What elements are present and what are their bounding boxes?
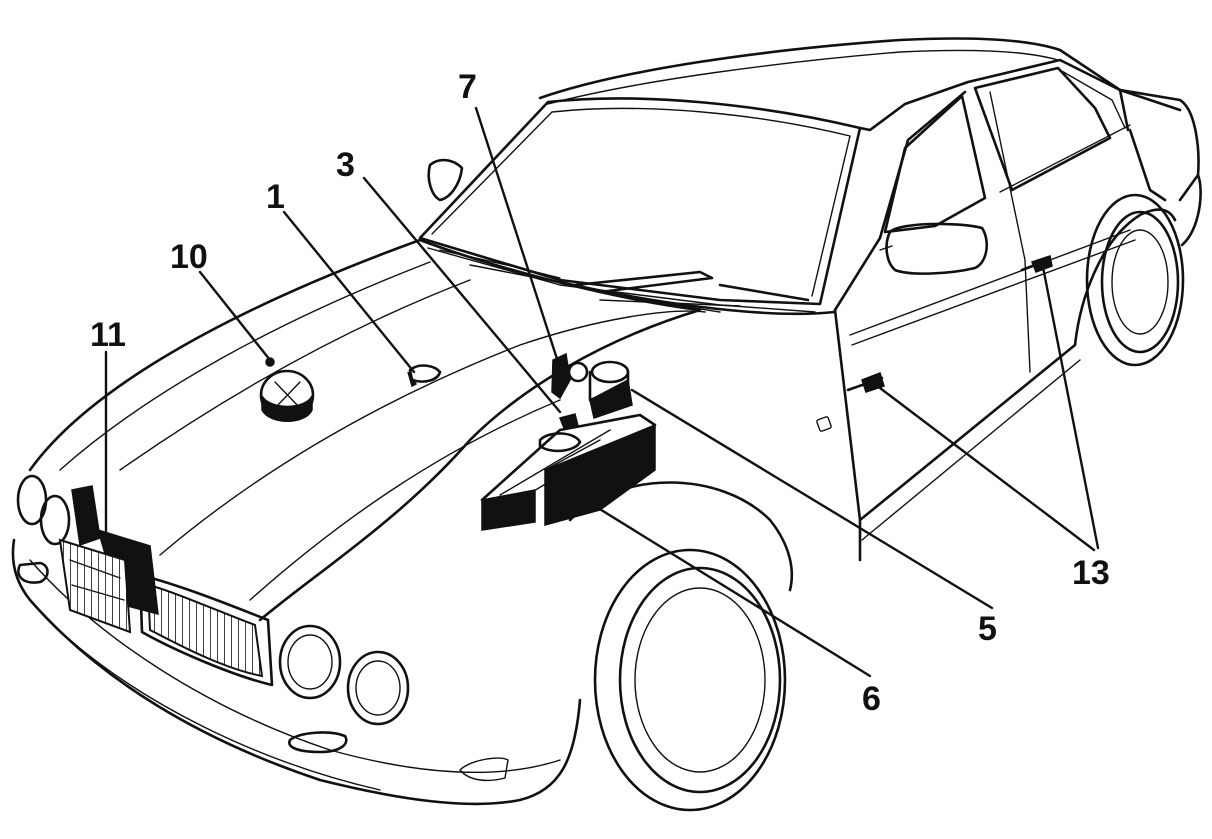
component-7-sensor	[551, 352, 589, 400]
leader-7	[474, 106, 560, 364]
leader-6	[596, 506, 872, 678]
callout-10: 10	[170, 238, 208, 276]
front-bumper	[11, 538, 582, 806]
callout-1: 1	[266, 178, 285, 216]
leader-1	[282, 210, 416, 374]
leader-13a	[878, 386, 1096, 552]
front-door-window	[883, 94, 987, 234]
rear-wheel	[1073, 193, 1185, 367]
leader-lines	[104, 106, 1100, 678]
front-wheel	[568, 481, 794, 812]
component-5-module	[588, 360, 633, 419]
windscreen	[418, 97, 862, 306]
car-roof	[538, 37, 1182, 112]
rear-door-window	[973, 66, 1112, 192]
leader-3	[362, 176, 562, 414]
component-10-horn	[259, 357, 315, 422]
component-1-bonnet-switch	[407, 364, 442, 388]
car-illustration	[11, 37, 1202, 812]
callout-13: 13	[1072, 554, 1110, 592]
door-mirror	[885, 222, 989, 275]
component-6-control-unit	[480, 413, 657, 531]
component-13-door-locks	[861, 255, 1053, 393]
radiator-grille	[146, 583, 264, 678]
headlamps	[16, 474, 410, 726]
callout-5: 5	[978, 610, 997, 648]
bonnet	[28, 238, 702, 622]
leader-5	[630, 388, 994, 610]
leader-10	[198, 270, 272, 362]
callout-labels: 1 3 5 6 7 10 11 13	[90, 68, 1110, 718]
callout-6: 6	[862, 680, 881, 718]
leader-13b	[1040, 260, 1100, 550]
callout-7: 7	[458, 68, 477, 106]
callout-3: 3	[336, 146, 355, 184]
component-11-relay-module	[58, 485, 159, 634]
callout-11: 11	[90, 316, 126, 354]
